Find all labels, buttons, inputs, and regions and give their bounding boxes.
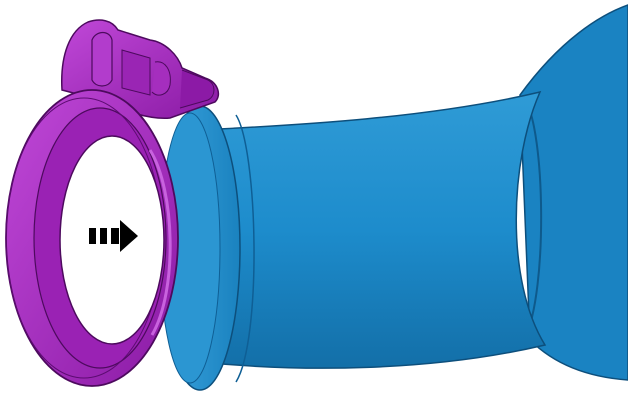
arrow-dash-1 bbox=[89, 228, 96, 244]
clamp-latch-slot bbox=[92, 33, 112, 87]
hose bbox=[160, 5, 628, 390]
arrow-dash-3 bbox=[111, 228, 119, 244]
hose-bulb bbox=[520, 5, 628, 380]
arrow-dash-2 bbox=[100, 228, 107, 244]
clamp-latch-detail bbox=[122, 50, 150, 95]
hose-tube bbox=[200, 92, 545, 368]
